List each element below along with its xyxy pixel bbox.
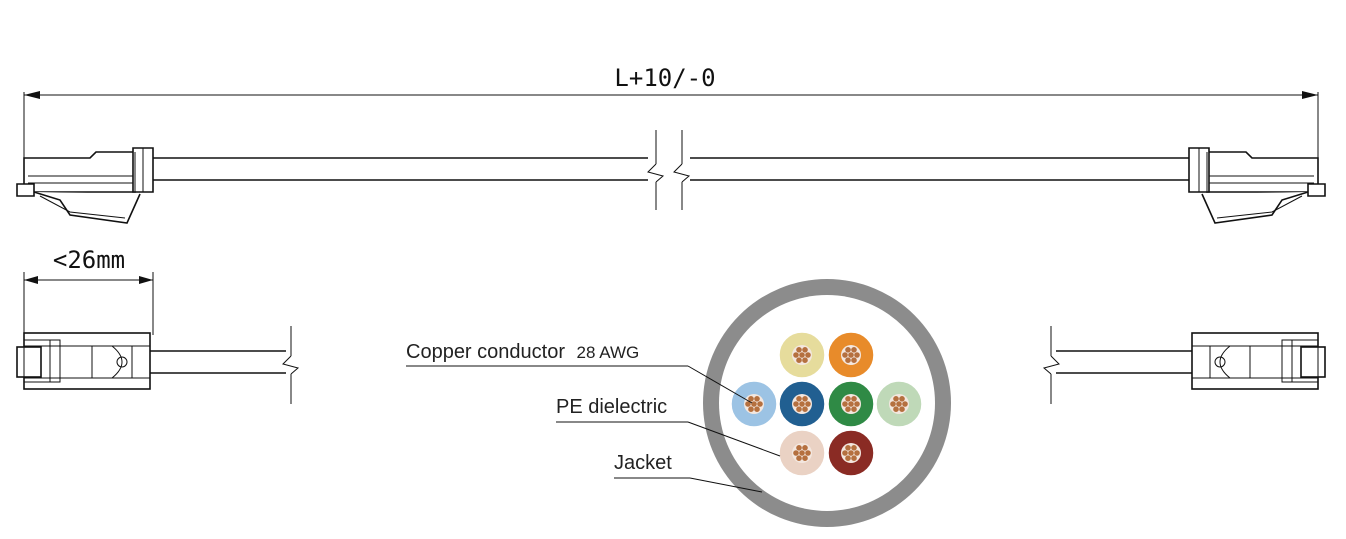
copper-strand [802,347,808,353]
copper-strand [893,396,899,402]
copper-strand [796,455,802,461]
copper-strand [851,406,857,412]
copper-conductor-label: Copper conductor [406,341,565,363]
copper-strand [851,347,857,353]
copper-strand [896,401,902,407]
copper-strand [845,445,851,451]
copper-strand [854,401,860,407]
copper-strand [845,396,851,402]
svg-text:Copper conductor 28 AWG: Copper conductor 28 AWG [406,341,639,363]
copper-strand [893,406,899,412]
copper-strand [848,352,854,358]
copper-strand [793,352,799,358]
copper-strand [793,450,799,456]
cable-cross-section [703,279,951,527]
copper-strand [754,396,760,402]
copper-strand [851,396,857,402]
length-dimension: L+10/-0 [23,64,1319,160]
copper-strand [845,357,851,363]
conductor-core [827,429,875,477]
copper-strand [851,357,857,363]
copper-strand [757,401,763,407]
jacket-inner [719,295,935,511]
plug-length-dimension: <26mm [23,246,154,335]
copper-strand [793,401,799,407]
copper-strand [851,455,857,461]
copper-strand [802,445,808,451]
conductor-core [827,331,875,379]
copper-strand [802,396,808,402]
copper-strand [845,406,851,412]
copper-strand [890,401,896,407]
copper-strand [796,445,802,451]
conductor-core [778,331,826,379]
copper-strand [899,406,905,412]
conductor-core [778,380,826,428]
copper-strand [802,357,808,363]
copper-strand [845,455,851,461]
copper-strand [899,396,905,402]
copper-strand [848,450,854,456]
copper-strand [751,401,757,407]
jacket-label: Jacket [614,452,672,474]
pe-dielectric-label: PE dielectric [556,396,667,418]
copper-strand [748,406,754,412]
conductor-core [827,380,875,428]
length-label: L+10/-0 [614,64,715,92]
copper-strand [805,450,811,456]
copper-strand [754,406,760,412]
copper-strand [796,406,802,412]
copper-strand [854,450,860,456]
copper-strand [845,347,851,353]
conductor-core [778,429,826,477]
copper-strand [902,401,908,407]
copper-strand [799,352,805,358]
cross-section-labels: Copper conductor 28 AWG PE dielectric Ja… [406,341,781,493]
copper-strand [796,396,802,402]
awg-label: 28 AWG [577,343,640,362]
plug-length-label: <26mm [53,246,125,274]
copper-strand [796,347,802,353]
right-plug-top [1042,326,1326,404]
left-plug-side [16,147,154,224]
copper-strand [805,352,811,358]
copper-strand [805,401,811,407]
copper-strand [842,450,848,456]
conductor-core [875,380,923,428]
right-plug-side [1188,147,1326,224]
copper-strand [842,352,848,358]
copper-strand [848,401,854,407]
copper-strand [799,450,805,456]
copper-strand [748,396,754,402]
conductor-core [730,380,778,428]
copper-strand [854,352,860,358]
copper-strand [796,357,802,363]
copper-strand [802,406,808,412]
cable-side-view [153,130,1190,210]
conductor-cores [730,331,923,477]
copper-strand [745,401,751,407]
left-plug-top [16,326,300,404]
copper-strand [851,445,857,451]
copper-strand [802,455,808,461]
copper-strand [842,401,848,407]
cable-break-symbol [647,130,691,210]
copper-strand [799,401,805,407]
